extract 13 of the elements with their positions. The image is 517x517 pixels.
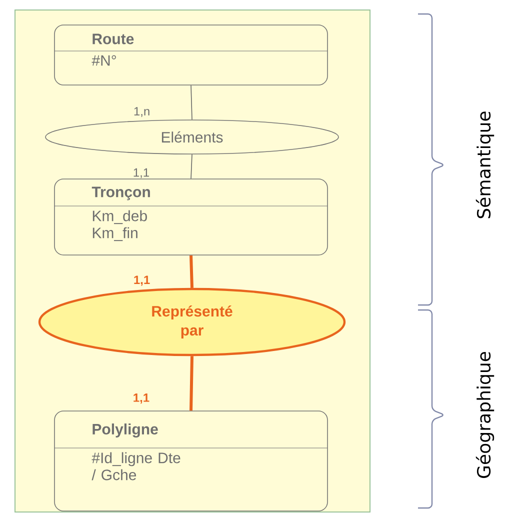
section-label: Géographique — [476, 352, 494, 478]
entity-box: Route #N° — [54, 24, 328, 86]
section-label: Sémantique — [476, 112, 494, 218]
connector-line — [190, 356, 194, 411]
entity-box: Tronçon Km_deb Km_fin — [54, 178, 328, 256]
cardinality-label: 1,1 — [134, 168, 149, 178]
cardinality-label: 1,1 — [134, 276, 150, 286]
cardinality-label: 1,1 — [134, 394, 150, 404]
entity-box: Polyligne #Id_ligne Dte / Gche — [54, 410, 328, 512]
connector-line — [190, 85, 192, 120]
connector-line — [190, 255, 194, 288]
connector-line — [190, 154, 192, 179]
cardinality-label: 1,n — [134, 107, 150, 117]
